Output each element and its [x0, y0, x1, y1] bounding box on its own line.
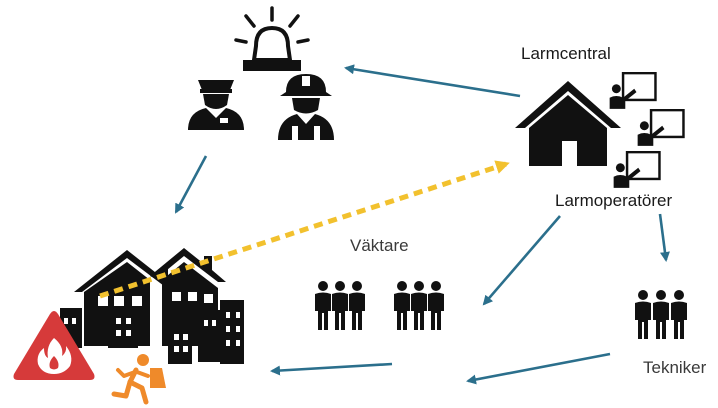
arrow-guards-to-buildings: [270, 362, 393, 376]
fire-warning-icon: [13, 311, 95, 380]
operator-screen-icon: [636, 109, 685, 147]
police-officer-icon: [188, 80, 244, 130]
guard-group-icon: [315, 281, 444, 330]
firefighter-icon: [278, 74, 334, 140]
label-larmcentral: Larmcentral: [521, 44, 611, 63]
label-larmoperatorer: Larmoperatörer: [555, 191, 673, 210]
arrow-operators-to-guards: [482, 215, 561, 306]
flow-arrows: [174, 64, 670, 385]
operator-screen-icon: [608, 72, 657, 110]
technician-group-icon: [635, 290, 687, 339]
siren-icon: [234, 6, 310, 71]
running-thief-icon: [111, 354, 166, 405]
alarm-signal-dashed: [99, 160, 510, 299]
arrow-central-to-emergency: [344, 64, 521, 98]
arrow-operators-to-technicians: [658, 213, 670, 262]
operator-screen-icon: [612, 151, 661, 189]
building-cluster-icon: [60, 248, 244, 364]
house-icon: [515, 81, 621, 166]
arrow-technicians-to-guards: [466, 352, 611, 385]
label-tekniker: Tekniker: [643, 358, 707, 377]
label-vaktare: Väktare: [350, 236, 409, 255]
arrow-emergency-to-buildings: [174, 155, 208, 214]
